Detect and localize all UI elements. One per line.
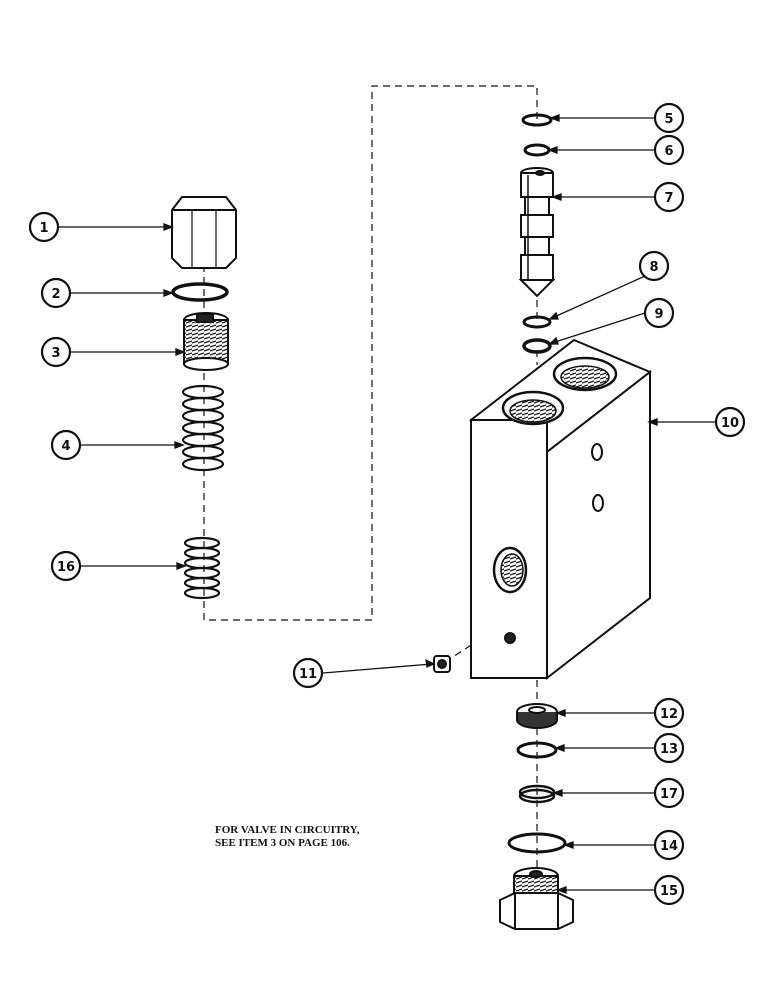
callout-17-circle xyxy=(653,777,685,809)
callout-15-circle xyxy=(653,874,685,906)
callout-10: 10 xyxy=(714,406,746,438)
part-ring-8 xyxy=(522,315,552,329)
callout-11: 11 xyxy=(292,657,324,689)
callout-6: 6 xyxy=(653,134,685,166)
part-bottom-plug xyxy=(499,867,574,930)
part-small-plug xyxy=(433,655,451,673)
callout-5-circle xyxy=(653,102,685,134)
callout-3: 3 xyxy=(40,336,72,368)
callout-12-circle xyxy=(653,697,685,729)
callout-3-circle xyxy=(40,336,72,368)
callout-10-label: 10 xyxy=(721,416,739,431)
part-o-ring-14 xyxy=(507,832,567,854)
callout-8-label: 8 xyxy=(649,260,658,275)
callout-4: 4 xyxy=(50,429,82,461)
note-line-2: SEE ITEM 3 ON PAGE 106. xyxy=(215,837,350,849)
callout-5: 5 xyxy=(653,102,685,134)
callout-2-label: 2 xyxy=(51,287,60,302)
callout-13-circle xyxy=(653,732,685,764)
callout-15-label: 15 xyxy=(660,884,678,899)
part-ring-13 xyxy=(516,741,558,759)
callout-16: 16 xyxy=(50,550,82,582)
callout-5-label: 5 xyxy=(664,112,673,127)
part-spring-4 xyxy=(181,384,225,472)
callout-4-circle xyxy=(50,429,82,461)
callout-7-circle xyxy=(653,181,685,213)
callout-4-label: 4 xyxy=(61,439,70,454)
callout-2: 2 xyxy=(40,277,72,309)
callout-15: 15 xyxy=(653,874,685,906)
callout-14: 14 xyxy=(653,829,685,861)
callout-1-label: 1 xyxy=(39,221,48,236)
callout-1-circle xyxy=(28,211,60,243)
callout-3-label: 3 xyxy=(51,346,60,361)
circuitry-note: FOR VALVE IN CIRCUITRY, SEE ITEM 3 ON PA… xyxy=(215,824,475,850)
callout-11-circle xyxy=(292,657,324,689)
callout-10-circle xyxy=(714,406,746,438)
callout-16-circle xyxy=(50,550,82,582)
part-hex-cap xyxy=(171,196,237,269)
callout-14-circle xyxy=(653,829,685,861)
part-ring-9 xyxy=(522,338,552,354)
callout-12: 12 xyxy=(653,697,685,729)
part-ring-5 xyxy=(521,113,553,127)
callout-13: 13 xyxy=(653,732,685,764)
callout-11-label: 11 xyxy=(299,667,317,682)
callout-16-label: 16 xyxy=(57,560,75,575)
callout-7-label: 7 xyxy=(664,191,673,206)
part-spool xyxy=(518,167,556,298)
part-valve-body xyxy=(469,338,652,681)
callout-1: 1 xyxy=(28,211,60,243)
callout-6-label: 6 xyxy=(664,144,673,159)
part-ring-6 xyxy=(523,143,551,157)
note-line-1: FOR VALVE IN CIRCUITRY, xyxy=(215,824,360,836)
callout-12-label: 12 xyxy=(660,707,678,722)
leader-lines xyxy=(59,114,715,894)
callout-6-circle xyxy=(653,134,685,166)
part-spring-16 xyxy=(183,536,221,600)
callout-13-label: 13 xyxy=(660,742,678,757)
callout-17: 17 xyxy=(653,777,685,809)
callout-8: 8 xyxy=(638,250,670,282)
callout-17-label: 17 xyxy=(660,787,678,802)
part-washer xyxy=(516,703,558,729)
callout-7: 7 xyxy=(653,181,685,213)
callout-9-circle xyxy=(643,297,675,329)
part-backup-ring xyxy=(518,784,556,804)
callout-9-label: 9 xyxy=(654,307,663,322)
part-plug xyxy=(183,312,229,371)
callout-14-label: 14 xyxy=(660,839,678,854)
callout-9: 9 xyxy=(643,297,675,329)
callout-2-circle xyxy=(40,277,72,309)
part-o-ring-2 xyxy=(171,282,229,302)
callout-8-circle xyxy=(638,250,670,282)
